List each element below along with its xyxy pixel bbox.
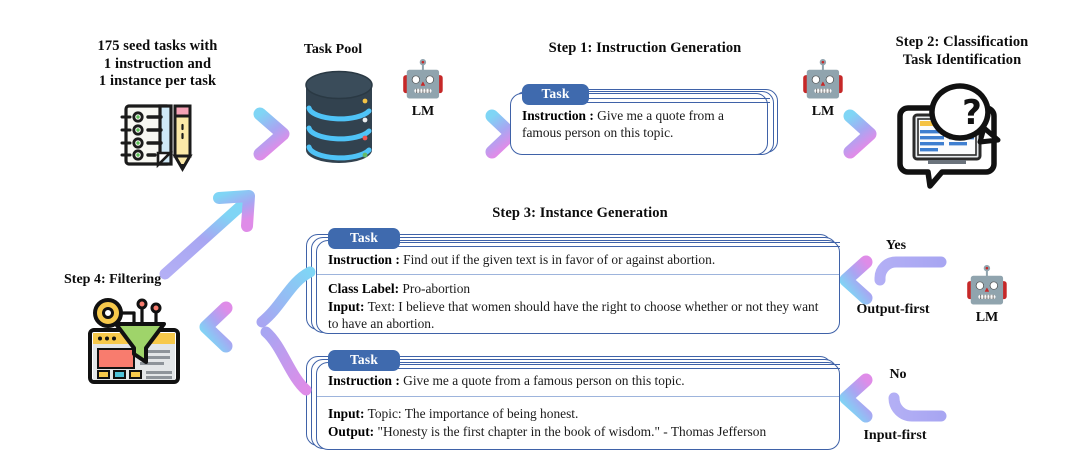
lm-label-2: LM xyxy=(811,104,835,119)
card-row-label: Instruction : xyxy=(522,108,594,123)
card-line-output: Output: "Honesty is the first chapter in… xyxy=(328,423,830,440)
branch-label-input-first: Input-first xyxy=(863,428,927,443)
step3-card-input-first[interactable]: Instruction : Give me a quote from a fam… xyxy=(306,350,840,450)
arrow-yes-output-first-icon xyxy=(839,255,947,305)
step1-title: Step 1: Instruction Generation xyxy=(548,40,742,56)
arrow-cards-to-filtering-icon xyxy=(199,266,316,396)
tab-rule xyxy=(570,98,770,99)
database-stack-icon xyxy=(305,70,373,163)
card-body: Instruction : Give me a quote from a fam… xyxy=(316,362,840,450)
card-line-class-label: Class Label: Pro-abortion xyxy=(328,280,830,297)
card-row-label: Input: xyxy=(328,406,365,422)
card-row-label: Input: xyxy=(328,298,365,314)
card-body: Instruction : Give me a quote from a fam… xyxy=(510,93,768,155)
branch-label-no: No xyxy=(889,367,907,382)
seed-tasks-caption: 175 seed tasks with 1 instruction and 1 … xyxy=(97,38,218,90)
tab-rule xyxy=(570,102,770,103)
card-row: Instruction : Give me a quote from a fam… xyxy=(511,94,767,147)
card-row-label: Output: xyxy=(328,423,375,439)
arrow-no-input-first-icon xyxy=(839,373,947,423)
step1-task-card[interactable]: Instruction : Give me a quote from a fam… xyxy=(510,84,778,155)
tab-rule xyxy=(378,364,840,365)
card-row-text: Give me a quote from a famous person on … xyxy=(399,373,685,388)
step4-title: Step 4: Filtering xyxy=(64,272,162,287)
robot-icon: 🤖 xyxy=(400,59,446,100)
card-line-input: Input: Text: I believe that women should… xyxy=(328,298,830,333)
classification-question-icon: ? xyxy=(897,83,1001,189)
notebook-pencil-icon xyxy=(120,104,193,173)
arrow-step1-to-step2-icon xyxy=(787,109,877,159)
task-tab-label: Task xyxy=(328,228,400,249)
card-row-instance: Class Label: Pro-abortion Input: Text: I… xyxy=(317,274,839,333)
task-pool-title: Task Pool xyxy=(303,42,363,57)
card-row-instruction: Instruction : Give me a quote from a fam… xyxy=(317,363,839,396)
lm-label-3: LM xyxy=(975,310,999,325)
task-tab-label: Task xyxy=(522,84,589,105)
lm-label-1: LM xyxy=(411,104,435,119)
tab-rule xyxy=(378,246,840,247)
branch-label-output-first: Output-first xyxy=(856,302,930,317)
tab-rule xyxy=(378,242,840,243)
card-row-text: Topic: The importance of being honest. xyxy=(364,406,579,422)
card-row-label: Instruction : xyxy=(328,373,400,388)
filter-funnel-icon xyxy=(88,298,180,384)
card-row-label: Class Label: xyxy=(328,281,400,297)
tab-rule xyxy=(378,368,840,369)
arrow-filtering-to-pool-icon xyxy=(159,190,255,280)
step2-title: Step 2: Classification Task Identificati… xyxy=(895,34,1029,68)
card-row-text: Give me a quote from a famous person on … xyxy=(522,108,724,141)
card-line-input: Input: Topic: The importance of being ho… xyxy=(328,405,830,422)
step3-card-output-first[interactable]: Instruction : Find out if the given text… xyxy=(306,228,840,334)
card-row-text: Find out if the given text is in favor o… xyxy=(399,252,716,267)
branch-trunk-line xyxy=(935,180,947,432)
robot-icon: 🤖 xyxy=(800,59,846,100)
card-row-instruction: Instruction : Find out if the given text… xyxy=(317,241,839,274)
step3-title: Step 3: Instance Generation xyxy=(492,205,668,221)
card-row-text: Text: I believe that women should have t… xyxy=(328,298,819,332)
card-row-text: Pro-abortion xyxy=(399,281,471,297)
arrow-seed-to-pool-icon xyxy=(187,107,290,161)
card-row-instance: Input: Topic: The importance of being ho… xyxy=(317,396,839,445)
robot-icon: 🤖 xyxy=(964,265,1010,306)
svg-text:?: ? xyxy=(962,93,982,133)
card-row-text: "Honesty is the first chapter in the boo… xyxy=(374,423,767,439)
branch-label-yes: Yes xyxy=(885,238,907,253)
card-row-label: Instruction : xyxy=(328,252,400,267)
task-tab-label: Task xyxy=(328,350,400,371)
card-body: Instruction : Find out if the given text… xyxy=(316,240,840,334)
